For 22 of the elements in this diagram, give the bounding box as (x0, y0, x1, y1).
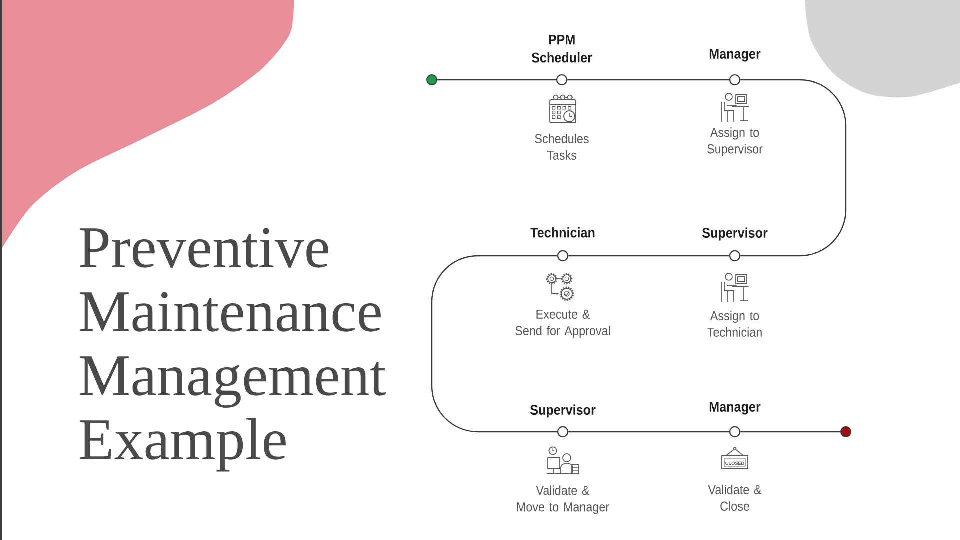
role-label: Manager (710, 402, 761, 415)
role-label: Manager (710, 49, 761, 62)
end-dot (840, 426, 852, 438)
title: Preventive Maintenance Management Example (80, 228, 386, 472)
connector-line (568, 431, 730, 433)
step-description: Execute & Send for Approval (516, 310, 610, 338)
connector-line (431, 255, 558, 433)
step-description: Schedules Tasks (535, 134, 589, 160)
connector-line (740, 431, 841, 433)
connector-line (568, 79, 730, 81)
role-label: Supervisor (702, 228, 768, 241)
step-description: Assign to Technician (708, 310, 762, 337)
step-description: Validate & Close (708, 484, 762, 511)
role-label: Supervisor (530, 404, 596, 418)
connector-line (740, 79, 847, 257)
role-label: Technician (530, 228, 595, 238)
role-label: PPM Scheduler (532, 35, 592, 63)
start-dot (426, 74, 438, 86)
connector-line (437, 79, 556, 81)
step-description: Assign to Supervisor (708, 128, 763, 156)
step-description: Validate & Move to Manager (517, 486, 610, 514)
connector-line (568, 255, 730, 257)
